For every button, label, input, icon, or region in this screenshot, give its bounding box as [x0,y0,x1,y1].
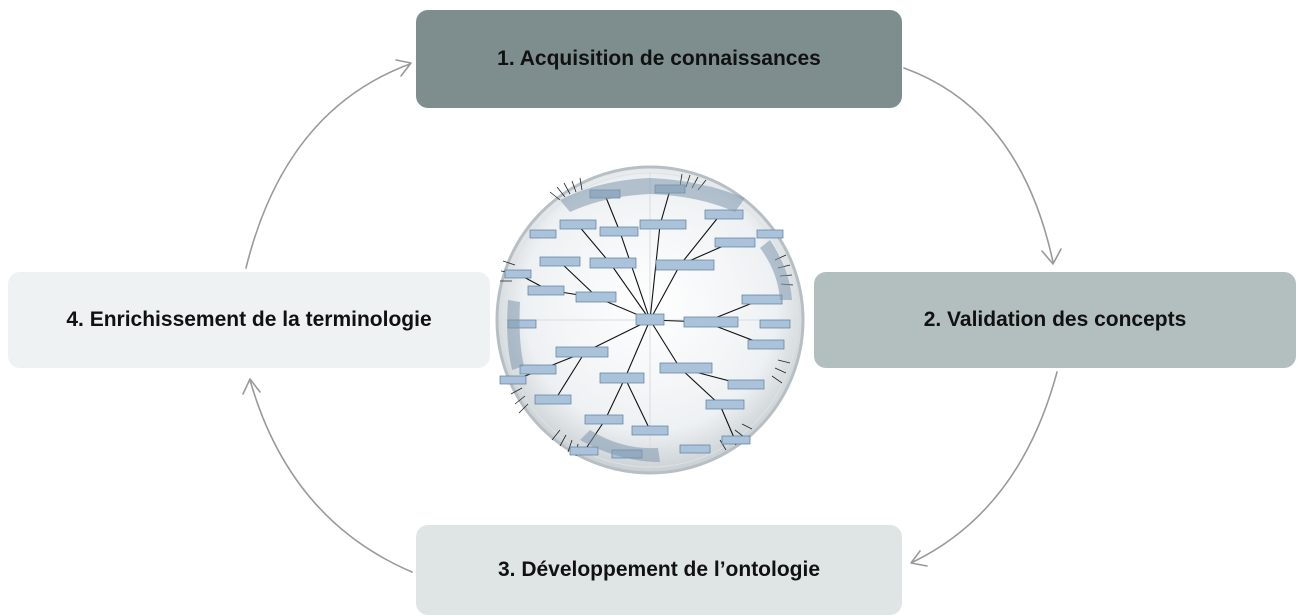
step-3-box: 3. Développement de l’ontologie [416,525,902,615]
step-2-label: 2. Validation des concepts [923,308,1187,331]
arrowhead-step1-icon [395,59,412,77]
arrowhead-step3-icon [910,550,928,567]
arrowhead-step4-icon [242,378,261,395]
arrow-step2-to-step3 [912,371,1058,563]
step-2-box: 2. Validation des concepts [814,272,1296,368]
step-4-box: 4. Enrichissement de la terminologie [8,272,490,368]
arrow-step1-to-step2 [903,67,1054,263]
step-1-box: 1. Acquisition de connaissances [416,10,902,108]
step-3-label: 3. Développement de l’ontologie [497,558,821,581]
arrow-step3-to-step4 [249,379,413,573]
arrow-step4-to-step1 [245,63,411,269]
arrowhead-step2-icon [1041,248,1062,265]
step-4-label: 4. Enrichissement de la terminologie [66,308,432,331]
step-1-label: 1. Acquisition de connaissances [497,47,821,70]
